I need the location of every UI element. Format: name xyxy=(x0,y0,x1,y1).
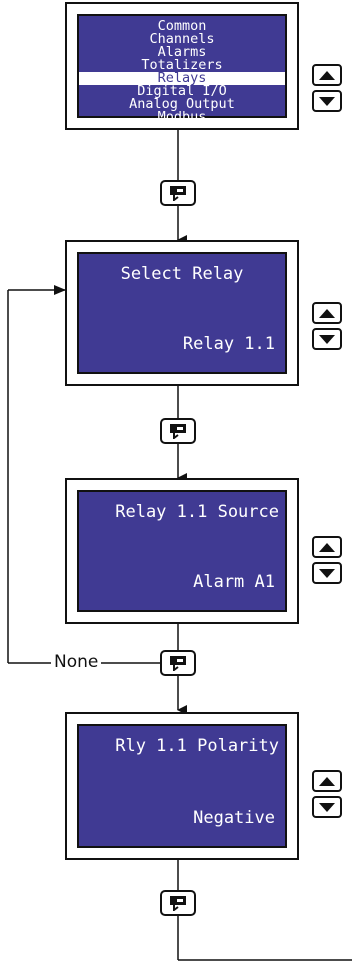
up-button[interactable] xyxy=(312,770,342,792)
menu-arrow-buttons xyxy=(312,64,346,116)
screen-value: Alarm A1 xyxy=(193,572,275,592)
enter-button[interactable] xyxy=(160,890,196,916)
down-button[interactable] xyxy=(312,562,342,584)
relay-source-screen: Relay 1.1 Source Alarm A1 xyxy=(77,490,287,612)
down-arrow-icon xyxy=(319,802,335,812)
up-arrow-icon xyxy=(319,308,335,318)
relay-source-frame: Relay 1.1 Source Alarm A1 xyxy=(65,478,299,624)
down-button[interactable] xyxy=(312,796,342,818)
up-arrow-icon xyxy=(319,776,335,786)
enter-icon xyxy=(170,896,186,911)
menu-display-frame: Common Channels Alarms Totalizers Relays… xyxy=(65,2,299,130)
screen-title: Select Relay xyxy=(120,264,244,284)
down-arrow-icon xyxy=(319,568,335,578)
menu-screen: Common Channels Alarms Totalizers Relays… xyxy=(77,14,287,124)
down-arrow-icon xyxy=(319,334,335,344)
enter-button[interactable] xyxy=(160,180,196,206)
menu-item-analog-output[interactable]: Analog Output xyxy=(129,96,235,112)
menu-item-channels[interactable]: Channels xyxy=(149,31,215,47)
down-button[interactable] xyxy=(312,90,342,112)
screen-value: Negative xyxy=(193,808,275,828)
enter-icon xyxy=(170,656,186,671)
enter-icon xyxy=(170,424,186,439)
menu-item-modbus[interactable]: Modbus xyxy=(157,109,207,125)
relay-source-arrow-buttons xyxy=(312,536,346,588)
menu-item-alarms[interactable]: Alarms xyxy=(157,44,207,60)
menu-item-relays[interactable]: Relays xyxy=(79,71,285,85)
menu-list: Common Channels Alarms Totalizers Relays… xyxy=(79,18,285,125)
up-button[interactable] xyxy=(312,536,342,558)
relay-polarity-frame: Rly 1.1 Polarity Negative xyxy=(65,712,299,860)
up-button[interactable] xyxy=(312,302,342,324)
screen-title: Rly 1.1 Polarity xyxy=(115,736,279,756)
relay-polarity-arrow-buttons xyxy=(312,770,346,822)
relay-polarity-screen: Rly 1.1 Polarity Negative xyxy=(77,724,287,848)
enter-button[interactable] xyxy=(160,650,196,676)
up-button[interactable] xyxy=(312,64,342,86)
menu-item-digital-io[interactable]: Digital I/O xyxy=(137,83,227,99)
select-relay-screen: Select Relay Relay 1.1 xyxy=(77,252,287,374)
enter-button[interactable] xyxy=(160,418,196,444)
menu-item-totalizers[interactable]: Totalizers xyxy=(141,57,223,73)
up-arrow-icon xyxy=(319,70,335,80)
down-button[interactable] xyxy=(312,328,342,350)
select-relay-arrow-buttons xyxy=(312,302,346,354)
menu-item-common[interactable]: Common xyxy=(157,18,207,34)
select-relay-frame: Select Relay Relay 1.1 xyxy=(65,240,299,386)
down-arrow-icon xyxy=(319,96,335,106)
screen-title: Relay 1.1 Source xyxy=(115,502,279,522)
screen-value: Relay 1.1 xyxy=(182,334,275,354)
none-branch-label: None xyxy=(51,652,102,672)
enter-icon xyxy=(170,186,186,201)
up-arrow-icon xyxy=(319,542,335,552)
